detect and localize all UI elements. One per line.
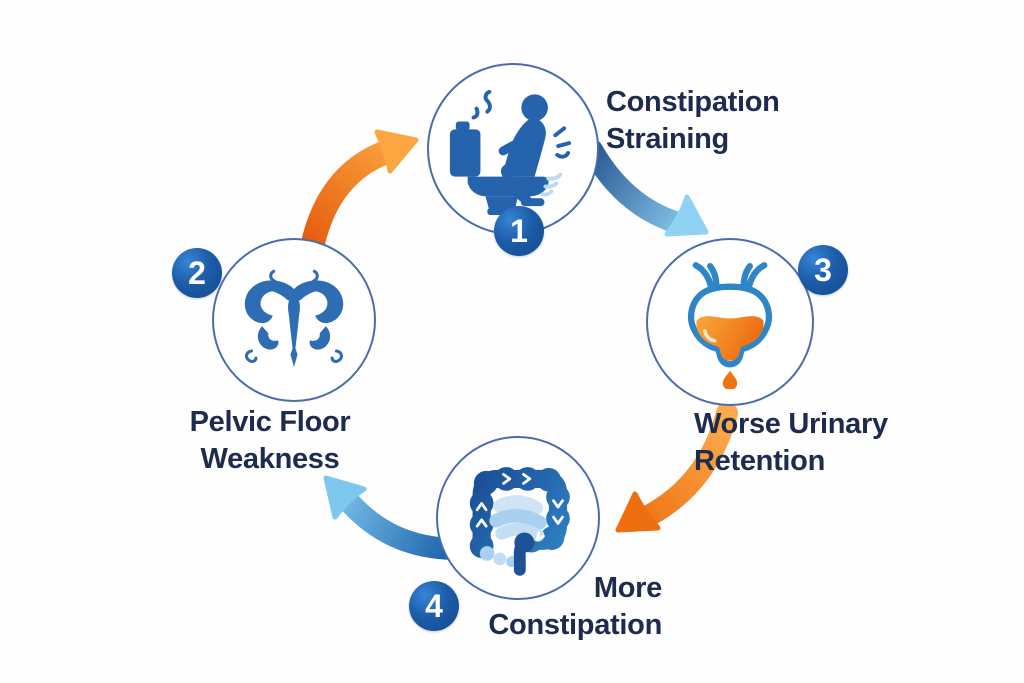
step-badge-3: 3 <box>798 245 848 295</box>
node-circle-more-constipation <box>436 436 600 600</box>
arrow-straining-to-retention-icon <box>581 139 709 237</box>
node-circle-worse-urinary-retention <box>646 238 814 406</box>
label-line: Constipation <box>606 86 780 118</box>
label-line: More <box>593 572 662 604</box>
step-badge-1: 1 <box>494 206 544 256</box>
large-intestine-icon <box>469 467 570 576</box>
step-badge-2: 2 <box>172 248 222 298</box>
label-line: Weakness <box>200 442 340 475</box>
label-more-constipation: More Constipation <box>458 570 662 643</box>
label-line: Constipation <box>488 608 662 641</box>
arrow-pelvic-to-straining-icon <box>298 129 419 270</box>
label-worse-urinary-retention: Worse Urinary Retention <box>694 406 888 479</box>
step-badge-4: 4 <box>409 581 459 631</box>
label-line: Worse Urinary <box>694 408 888 440</box>
label-pelvic-floor-weakness: Pelvic Floor Weakness <box>166 404 374 477</box>
pelvic-floor-icon <box>244 269 344 367</box>
label-line: Straining <box>606 122 729 155</box>
label-line: Retention <box>694 444 826 477</box>
bladder-icon <box>688 262 772 389</box>
node-circle-constipation-straining <box>427 63 599 235</box>
label-line: Pelvic Floor <box>189 406 351 438</box>
node-circle-pelvic-floor-weakness <box>212 238 376 402</box>
label-constipation-straining: Constipation Straining <box>606 84 780 157</box>
arrow-retention-to-constipation-icon <box>615 402 738 533</box>
person-straining-on-toilet-icon <box>449 89 572 216</box>
